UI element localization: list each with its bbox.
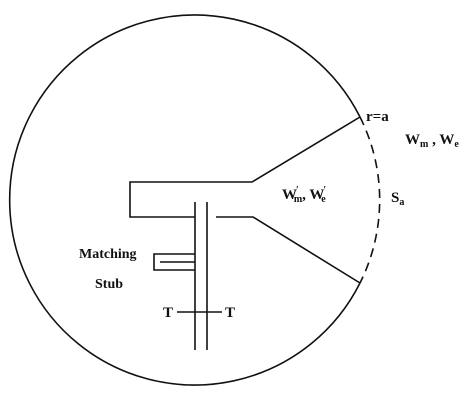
enclosing-sphere-outline bbox=[8, 14, 361, 386]
horn-lower-wall bbox=[216, 216, 361, 284]
matching-stub bbox=[153, 253, 195, 271]
matching-stub-label-line2: Stub bbox=[95, 277, 123, 292]
reference-plane-right-label: T bbox=[225, 305, 235, 321]
reference-plane-left-label: T bbox=[163, 305, 173, 321]
horn-upper-wall bbox=[129, 116, 361, 218]
radius-label: r=a bbox=[366, 109, 389, 125]
surface-sa-label: Sa bbox=[391, 190, 404, 208]
inner-fields-label: W′m, W′e bbox=[282, 185, 326, 205]
outer-fields-label: Wm , We bbox=[405, 132, 459, 150]
surface-sa-dashed-arc bbox=[359, 116, 381, 284]
matching-stub-label-line1: Matching bbox=[79, 247, 137, 262]
